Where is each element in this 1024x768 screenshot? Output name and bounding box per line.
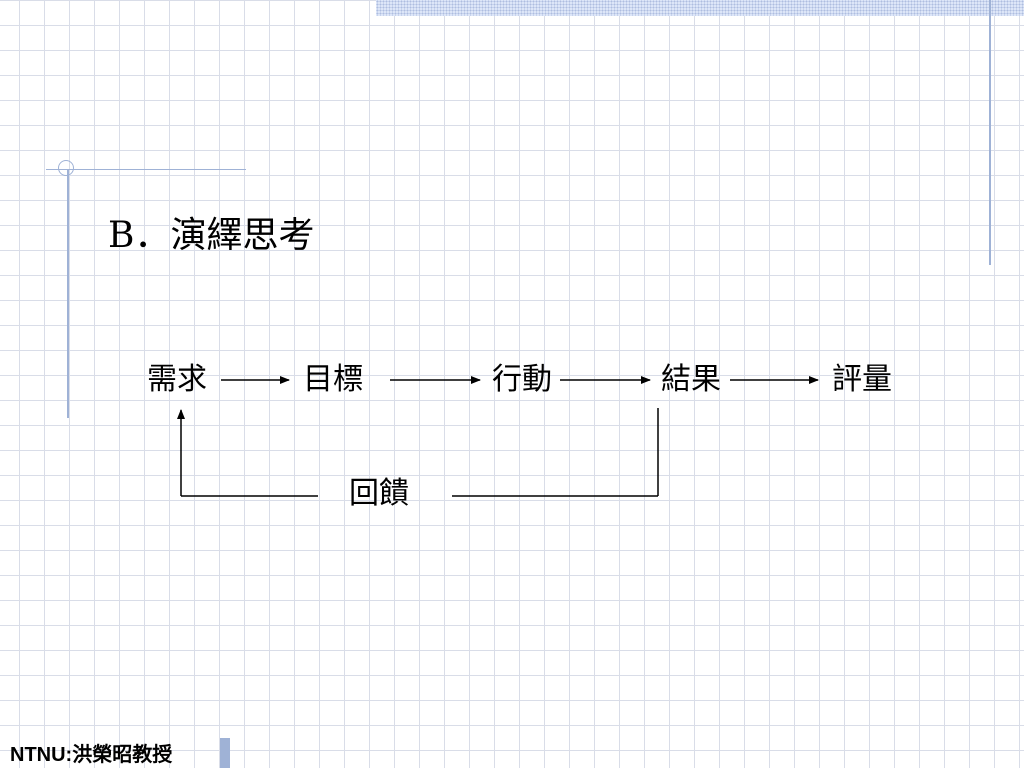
node-feedback: 回饋 [349,476,409,511]
right-decorative-rule [989,0,991,265]
node-action: 行動 [492,362,552,397]
decorative-ring-icon [58,160,74,176]
slide-title: B．演繹思考 [108,215,315,256]
node-goal: 目標 [303,362,363,397]
node-need: 需求 [147,362,207,397]
footer-label: NTNU:洪榮昭教授 [10,744,173,766]
node-result: 結果 [661,362,721,397]
left-decorative-rule [67,170,69,418]
top-decorative-band [376,0,1024,16]
footer-decorative-bar [220,738,230,768]
node-evaluation: 評量 [832,362,892,397]
title-decorative-rule [46,169,246,170]
